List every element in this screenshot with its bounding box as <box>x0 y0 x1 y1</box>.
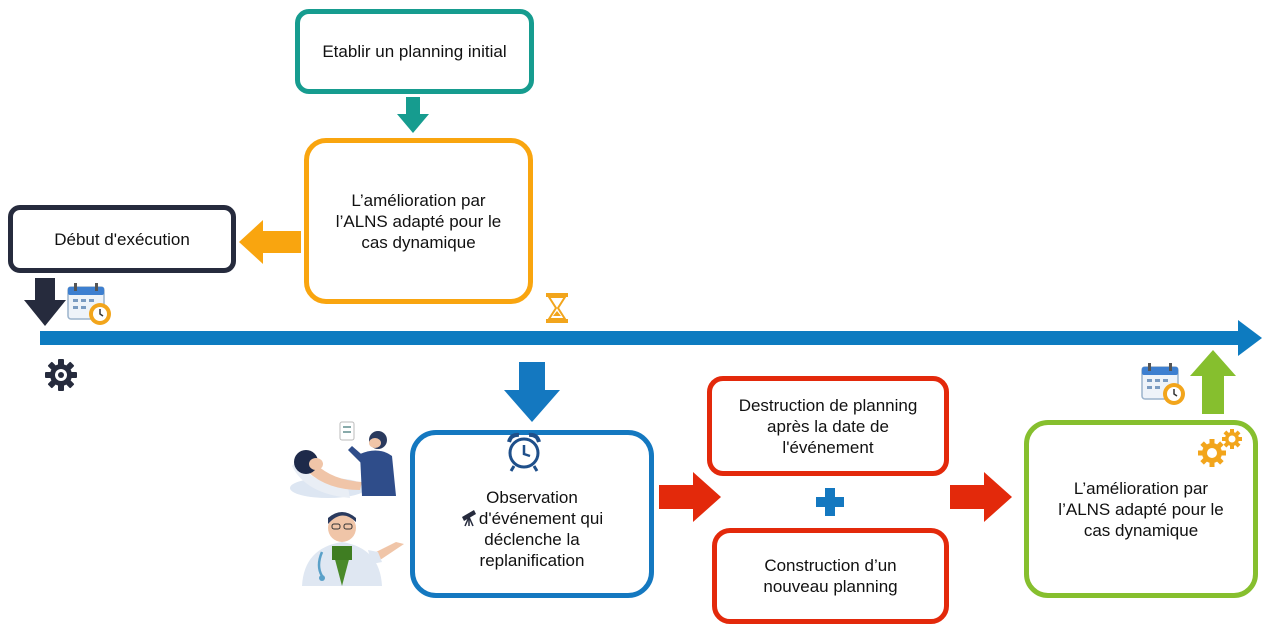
alns-improvement-box-1: L’amélioration par l’ALNS adapté pour le… <box>304 138 533 304</box>
alns-2-line-2: l’ALNS adapté pour le <box>1058 499 1224 519</box>
construction-line-1: Construction d’un <box>764 556 897 575</box>
doctor-illustration <box>302 512 404 586</box>
planning-destruction-box: Destruction de planning après la date de… <box>707 376 949 476</box>
calendar-clock-icon-2 <box>1141 363 1185 405</box>
gear-icon <box>45 359 77 391</box>
observation-line-4: replanification <box>479 551 585 570</box>
red-right-arrow-2 <box>950 472 1012 522</box>
teal-down-arrow <box>397 97 429 133</box>
green-up-arrow <box>1190 350 1236 414</box>
telescope-icon <box>461 510 476 527</box>
red-right-arrow-1 <box>659 472 721 522</box>
alns-2-line-3: cas dynamique <box>1083 520 1199 540</box>
observation-line-2: d'événement qui <box>478 509 604 528</box>
execution-start-box: Début d'exécution <box>8 205 236 273</box>
gears-icon <box>1198 429 1242 467</box>
alns-2-line-1: L’amélioration par <box>1073 478 1209 498</box>
destruction-line-2: après la date de <box>767 416 889 436</box>
execution-start-label: Début d'exécution <box>54 229 190 249</box>
alarm-clock-icon <box>507 432 541 472</box>
dentist-illustration <box>290 421 396 498</box>
blue-down-arrow <box>504 362 560 422</box>
initial-planning-label: Etablir un planning initial <box>322 42 507 61</box>
destruction-line-1: Destruction de planning <box>738 395 918 415</box>
alns-improvement-box-2: L’amélioration par l’ALNS adapté pour le… <box>1024 420 1258 598</box>
observation-line-1: Observation <box>486 488 578 507</box>
plus-icon <box>816 488 844 516</box>
calendar-clock-icon <box>67 283 111 325</box>
alns-1-line-3: cas dynamique <box>361 232 476 252</box>
construction-line-2: nouveau planning <box>763 577 898 596</box>
orange-left-arrow <box>239 220 301 264</box>
observation-line-3: déclenche la <box>484 530 580 549</box>
observation-line-2-wrap: d'événement qui <box>461 508 603 529</box>
planning-construction-box: Construction d’un nouveau planning <box>712 528 949 624</box>
timeline-arrow <box>40 320 1262 356</box>
event-observation-box: Observation d'événement qui déclenche la… <box>410 430 654 598</box>
hourglass-icon <box>546 293 568 323</box>
alns-1-line-2: l’ALNS adapté pour le <box>335 211 502 231</box>
initial-planning-box: Etablir un planning initial <box>295 9 534 94</box>
alns-1-line-1: L’amélioration par <box>351 190 486 210</box>
destruction-line-3: l'événement <box>782 437 874 457</box>
navy-down-arrow <box>24 278 66 326</box>
